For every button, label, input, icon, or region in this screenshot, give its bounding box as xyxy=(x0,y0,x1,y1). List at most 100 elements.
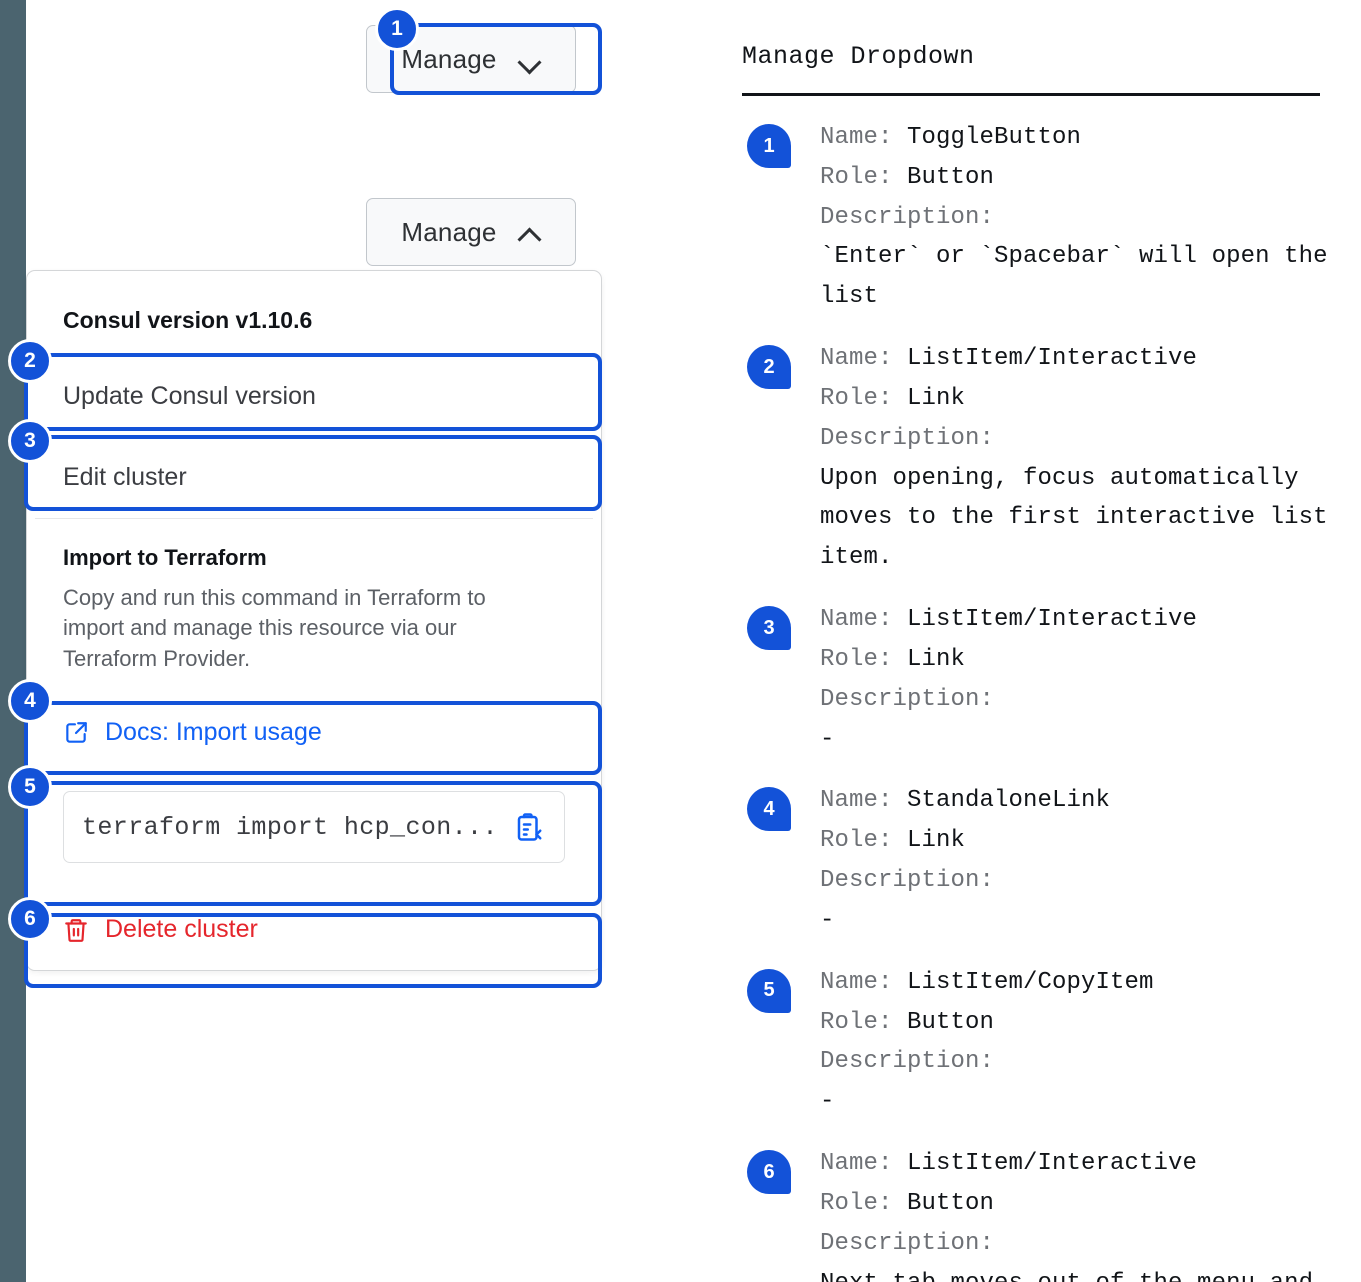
field-label: Name: xyxy=(820,606,908,634)
annotation-pin-badge: 2 xyxy=(747,345,791,390)
menu-item-edit-cluster[interactable]: Edit cluster xyxy=(27,437,601,518)
field-label: Description: xyxy=(820,1229,1009,1257)
docs-entry-description: - xyxy=(820,720,1342,760)
docs-entry-role: Role: Link xyxy=(820,821,1342,861)
docs-entry-description-label: Description: xyxy=(820,198,1342,238)
field-label: Role: xyxy=(820,163,908,191)
field-value: ListItem/Interactive xyxy=(907,1150,1198,1178)
docs-entry-description: Next tab moves out of the menu and to th… xyxy=(820,1264,1342,1282)
docs-entry-description: - xyxy=(820,901,1342,941)
docs-entry-name: Name: ListItem/CopyItem xyxy=(820,963,1342,1003)
field-label: Name: xyxy=(820,968,908,996)
field-label: Description: xyxy=(820,867,1009,895)
field-label: Description: xyxy=(820,203,1009,231)
manage-toggle-label: Manage xyxy=(401,43,497,74)
field-value: Link xyxy=(907,645,966,673)
annotation-pin-badge: 3 xyxy=(747,606,791,651)
field-label: Name: xyxy=(820,1150,908,1178)
docs-entry-description: - xyxy=(820,1082,1342,1122)
docs-entry-role: Role: Button xyxy=(820,158,1342,198)
chevron-down-icon xyxy=(519,53,541,66)
field-value: - xyxy=(820,906,835,934)
manage-toggle-button-closed[interactable]: Manage xyxy=(366,25,576,93)
docs-entry-name: Name: ListItem/Interactive xyxy=(820,1144,1342,1184)
field-value: Button xyxy=(907,1008,995,1036)
field-label: Role: xyxy=(820,384,908,412)
left-nav-rail xyxy=(0,0,26,1282)
field-value: Button xyxy=(907,163,995,191)
annotation-badge-1: 1 xyxy=(375,7,419,51)
field-value: Upon opening, focus automatically moves … xyxy=(820,464,1343,572)
field-label: Role: xyxy=(820,827,908,855)
field-label: Name: xyxy=(820,345,908,373)
menu-divider xyxy=(35,518,593,519)
annotation-badge-2: 2 xyxy=(8,339,52,383)
docs-entry-name: Name: StandaloneLink xyxy=(820,781,1342,821)
field-value: Next tab moves out of the menu and to th… xyxy=(820,1270,1328,1282)
annotation-pin-badge: 6 xyxy=(747,1150,791,1195)
menu-item-label: Docs: Import usage xyxy=(105,718,322,747)
docs-entry-description-label: Description: xyxy=(820,1042,1342,1082)
menu-item-docs-import-usage[interactable]: Docs: Import usage xyxy=(27,692,601,773)
menu-item-label: Update Consul version xyxy=(63,382,316,410)
field-label: Role: xyxy=(820,1008,908,1036)
field-value: `Enter` or `Spacebar` will open the list xyxy=(820,243,1343,311)
clipboard-copy-icon[interactable] xyxy=(514,812,544,842)
field-label: Role: xyxy=(820,645,908,673)
external-link-icon xyxy=(63,720,89,746)
field-label: Description: xyxy=(820,424,1009,452)
menu-item-label: Delete cluster xyxy=(105,915,258,944)
docs-entry-description: Upon opening, focus automatically moves … xyxy=(820,459,1342,578)
field-label: Name: xyxy=(820,124,908,151)
docs-entry-description-label: Description: xyxy=(820,419,1342,459)
terraform-command-text: terraform import hcp_con... xyxy=(82,812,498,842)
import-to-terraform-title: Import to Terraform xyxy=(63,545,267,570)
field-label: Description: xyxy=(820,1048,1009,1076)
copy-command-field[interactable]: terraform import hcp_con... xyxy=(63,791,565,864)
field-value: ToggleButton xyxy=(907,124,1082,151)
trash-icon xyxy=(63,917,89,943)
annotation-badge-5: 5 xyxy=(8,765,52,809)
docs-entry-description-label: Description: xyxy=(820,680,1342,720)
docs-divider xyxy=(742,93,1320,96)
docs-entry-name: Name: ListItem/Interactive xyxy=(820,600,1342,640)
dropdown-demo-column: Manage Manage Consul version v1.10.6 Upd… xyxy=(26,0,726,1282)
manage-toggle-button-open[interactable]: Manage xyxy=(366,198,576,266)
annotation-pin-badge: 1 xyxy=(747,124,791,168)
import-to-terraform-description: Copy and run this command in Terraform t… xyxy=(63,585,486,671)
docs-entry-role: Role: Link xyxy=(820,379,1342,419)
terraform-command-row: terraform import hcp_con... xyxy=(27,773,601,889)
field-value: ListItem/Interactive xyxy=(907,606,1198,634)
field-value: Link xyxy=(907,384,966,412)
docs-entry-role: Role: Link xyxy=(820,640,1342,680)
field-value: ListItem/CopyItem xyxy=(907,968,1154,996)
menu-item-update-consul-version[interactable]: Update Consul version xyxy=(27,356,601,437)
field-value: Link xyxy=(907,827,966,855)
docs-entry-description-label: Description: xyxy=(820,861,1342,901)
manage-toggle-label-open: Manage xyxy=(401,216,497,247)
field-label: Description: xyxy=(820,685,1009,713)
annotation-badge-6: 6 xyxy=(8,897,52,941)
chevron-up-icon xyxy=(519,226,541,239)
annotation-pin-badge: 4 xyxy=(747,787,791,832)
field-value: Button xyxy=(907,1189,995,1217)
menu-item-label: Edit cluster xyxy=(63,463,187,491)
docs-entry-description-label: Description: xyxy=(820,1224,1342,1264)
docs-entry-name: Name: ListItem/Interactive xyxy=(820,339,1342,379)
menu-item-delete-cluster[interactable]: Delete cluster xyxy=(27,889,601,970)
annotation-badge-3: 3 xyxy=(8,419,52,463)
field-label: Name: xyxy=(820,787,908,815)
field-label: Role: xyxy=(820,1189,908,1217)
docs-title: Manage Dropdown xyxy=(742,42,975,71)
consul-version-header: Consul version v1.10.6 xyxy=(63,307,313,333)
docs-entry-role: Role: Button xyxy=(820,1003,1342,1043)
annotation-badge-4: 4 xyxy=(8,679,52,723)
